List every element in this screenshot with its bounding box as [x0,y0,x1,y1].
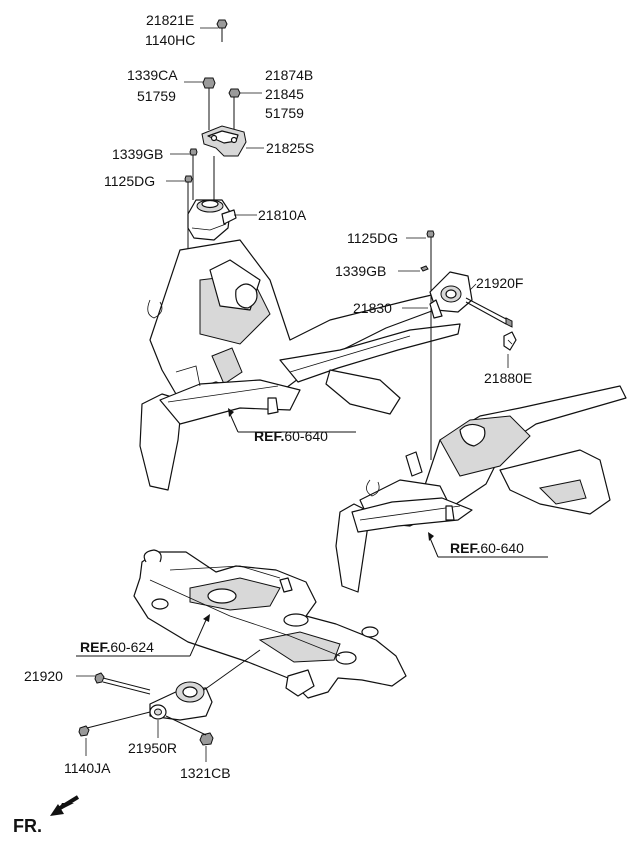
label-1125dg-right: 1125DG [347,230,398,246]
bracket-21880e [503,331,517,351]
bolt-1125dg-right [426,230,435,460]
ref-label-2: REF.60-640 [450,540,524,556]
nut-21845 [228,88,241,98]
leader-lines [76,27,509,762]
label-1339gb-left: 1339GB [112,146,163,162]
mount-21810a [187,199,237,241]
bolt-21920 [94,672,151,695]
label-21830: 21830 [353,300,392,316]
label-1140ja: 1140JA [64,760,111,776]
label-21874b: 21874B [265,67,313,83]
label-1125dg-left: 1125DG [104,173,155,189]
ref-label-3: REF.60-624 [80,639,154,655]
front-arrow-icon [50,795,80,816]
front-direction-label: FR. [13,816,42,836]
label-21845: 21845 [265,86,304,102]
label-21950r: 21950R [128,740,177,756]
label-51759-a: 51759 [137,88,176,104]
label-51759-b: 51759 [265,105,304,121]
label-21880e: 21880E [484,370,532,386]
subframe-crossmember [133,549,407,699]
ref-arrow-2 [428,532,548,558]
nut-1321cb [165,715,214,746]
label-1339gb-right: 1339GB [335,263,386,279]
bolt-1339gb-left [189,148,198,200]
label-21825s: 21825S [266,140,314,156]
nut-1339ca [202,77,216,89]
ref-arrow-3 [76,614,210,657]
label-21920f: 21920F [476,275,523,291]
bolt-1140ja [78,711,151,737]
front-side-member-left [139,239,463,491]
label-1339ca: 1339CA [127,67,178,83]
bolt-21920f [465,297,513,328]
mount-21830 [429,271,473,319]
label-21920: 21920 [24,668,63,684]
front-side-member-right [335,385,627,593]
bolt-21821e [216,19,228,42]
label-1321cb: 1321CB [180,765,231,781]
label-21821e: 21821E [146,12,194,28]
ref-label-1: REF.60-640 [254,428,328,444]
ref-arrow-1 [228,408,356,433]
roll-rod-21950r [149,649,261,721]
label-21810a: 21810A [258,207,307,223]
label-1140hc: 1140HC [145,32,195,48]
bolt-1339gb-right [420,265,429,272]
bracket-21825s [201,125,247,157]
